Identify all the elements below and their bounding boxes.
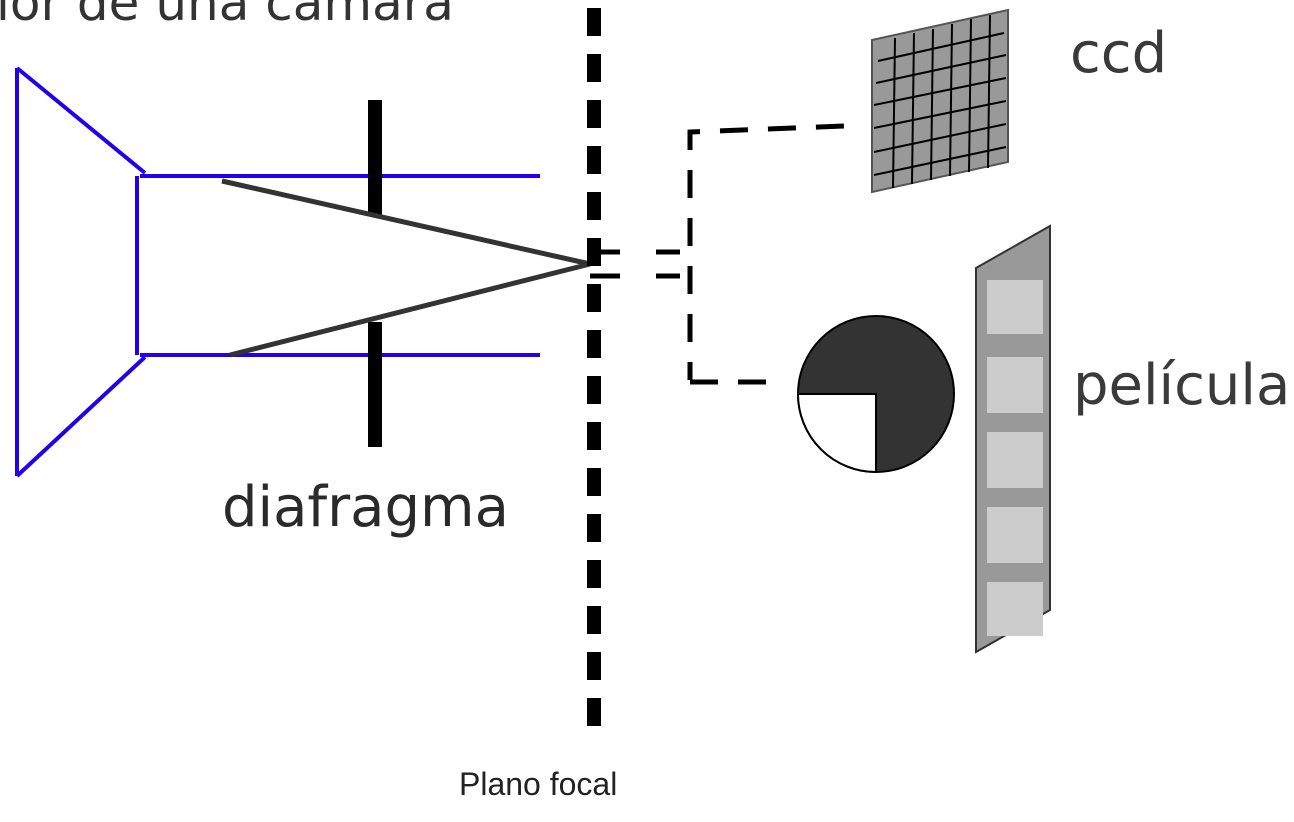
light-rays [221, 178, 591, 358]
ccd-sensor-grid-icon [871, 8, 1009, 194]
focal-point-marker [590, 249, 680, 279]
dashed-connector [687, 123, 846, 385]
film-reel-icon [796, 315, 955, 474]
film-strip-icon [975, 224, 1051, 654]
lens-body [15, 66, 540, 478]
plano-focal-label: Plano focal [459, 766, 618, 802]
ccd-label: ccd [1070, 21, 1168, 86]
diafragma-label: diafragma [222, 475, 509, 540]
pelicula-label: película [1073, 353, 1291, 418]
title-fragment: ior de una cámara [0, 0, 454, 32]
